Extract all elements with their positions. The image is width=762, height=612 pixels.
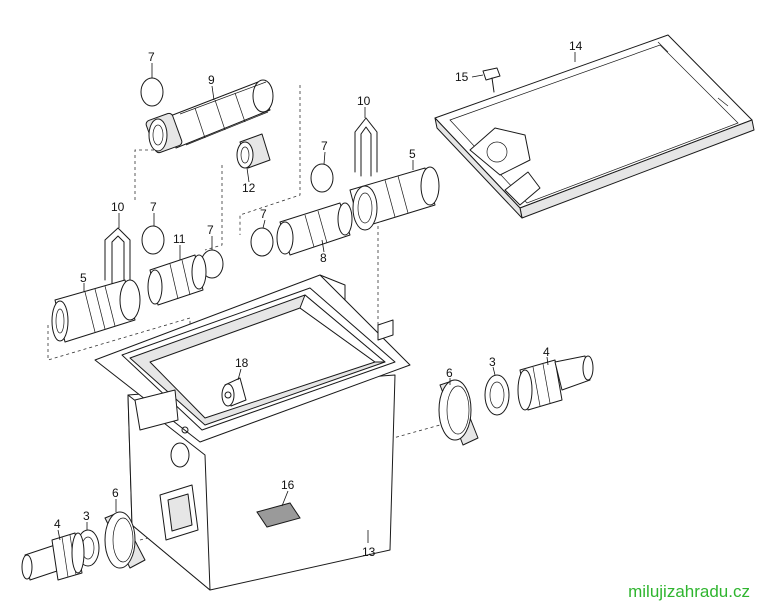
seal-ring-7-left <box>141 225 165 255</box>
washer-part-3-right <box>484 374 510 416</box>
part-number-labels: 7 9 14 15 10 10 5 5 7 12 7 7 7 11 8 18 6… <box>54 39 583 559</box>
label-14: 14 <box>569 39 583 53</box>
label-10-right: 10 <box>357 94 371 108</box>
label-7-top: 7 <box>148 50 155 64</box>
screw-part-15 <box>482 67 501 93</box>
label-13: 13 <box>362 545 376 559</box>
label-6-right: 6 <box>446 366 453 380</box>
box-housing-part-13 <box>94 274 411 591</box>
label-8: 8 <box>320 251 327 265</box>
label-6-left: 6 <box>112 486 119 500</box>
label-4-left: 4 <box>54 517 61 531</box>
label-12: 12 <box>242 181 256 195</box>
label-3-left: 3 <box>83 509 90 523</box>
lid-part-14 <box>434 34 755 219</box>
seal-ring-7-mid <box>310 163 334 193</box>
label-3-right: 3 <box>489 355 496 369</box>
label-7-left: 7 <box>150 200 157 214</box>
label-7-right: 7 <box>260 207 267 221</box>
label-5-left: 5 <box>80 271 87 285</box>
label-7-mid: 7 <box>321 139 328 153</box>
ring-part-6-right <box>438 379 479 446</box>
seal-ring-7-top <box>140 77 164 107</box>
connector-part-11 <box>147 254 207 306</box>
connector-part-5-left <box>51 279 141 343</box>
clip-part-10-left <box>104 227 131 286</box>
label-7-center: 7 <box>207 223 214 237</box>
leader-lines <box>57 52 576 543</box>
connector-part-5-right <box>349 166 440 231</box>
watermark-text: milujizahradu.cz <box>628 582 750 601</box>
nut-part-12 <box>236 133 271 169</box>
seal-ring-7-right <box>250 227 274 257</box>
label-15: 15 <box>455 70 469 84</box>
filter-sleeve-part-8 <box>276 202 353 256</box>
hose-connector-part-4-right <box>517 355 594 411</box>
label-9: 9 <box>208 73 215 87</box>
label-16: 16 <box>281 478 295 492</box>
label-4-right: 4 <box>543 345 550 359</box>
label-11: 11 <box>173 232 186 246</box>
ring-part-6-left <box>104 511 146 569</box>
hose-connector-part-4-left <box>21 532 85 581</box>
plug-part-18 <box>221 377 247 407</box>
filter-tube-part-9 <box>145 79 274 154</box>
label-18: 18 <box>235 356 249 370</box>
label-5-right: 5 <box>409 147 416 161</box>
label-10-left: 10 <box>111 200 125 214</box>
clip-part-10-right <box>354 117 378 177</box>
